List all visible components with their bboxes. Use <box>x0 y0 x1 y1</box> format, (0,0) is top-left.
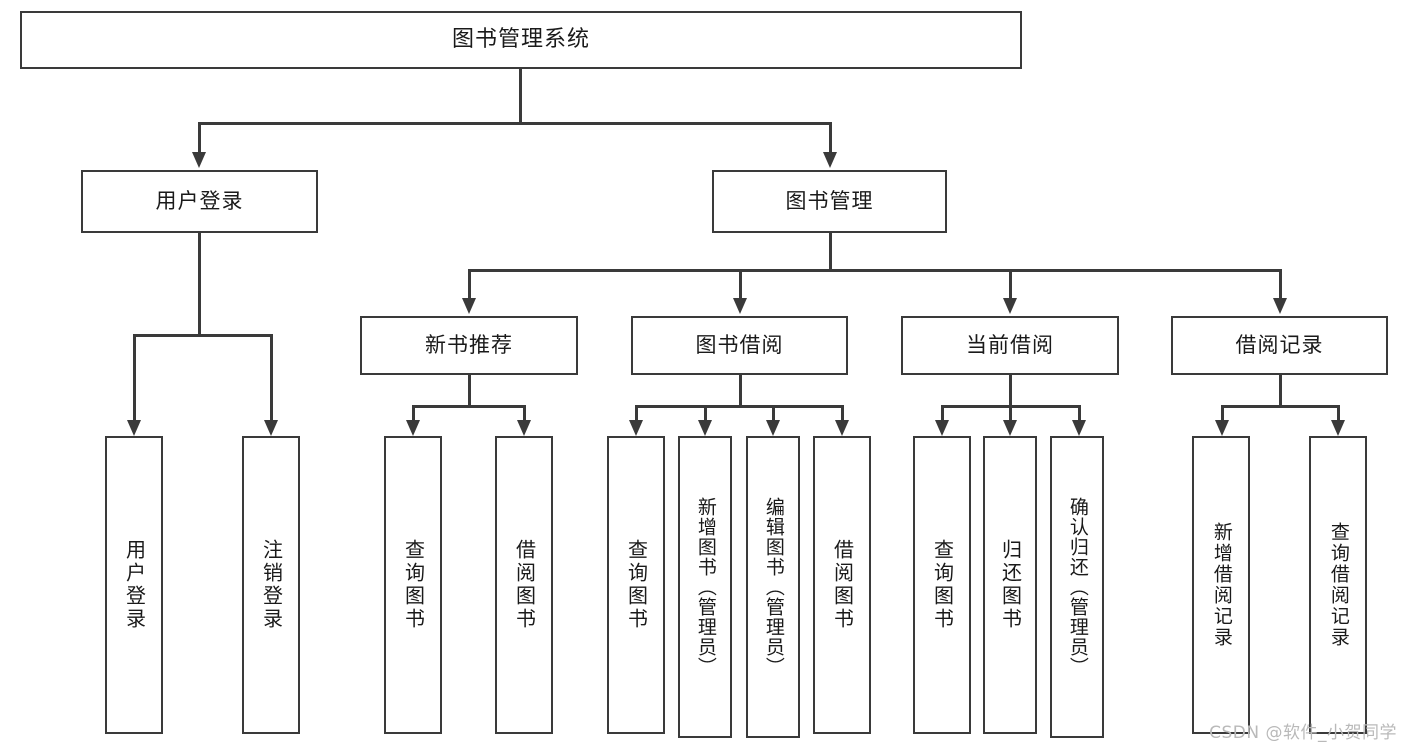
node-label: 查询图书 <box>401 539 426 631</box>
connector-currentborrow-drop-2 <box>1078 405 1081 422</box>
arrow-down-icon <box>1215 420 1229 436</box>
connector-borrowrecord-drop-1 <box>1337 405 1340 422</box>
arrow-down-icon <box>1331 420 1345 436</box>
connector-bookborrow-bar <box>635 405 843 408</box>
connector-borrowrecord-stem <box>1279 375 1282 405</box>
connector-level3-bar <box>468 269 1281 272</box>
node-label: 查询图书 <box>624 539 649 631</box>
arrow-down-icon <box>192 152 206 168</box>
connector-userlogin-drop-1 <box>270 334 273 422</box>
connector-borrowrecord-bar <box>1221 405 1339 408</box>
arrow-down-icon <box>462 298 476 314</box>
connector-bookborrow-stem <box>739 375 742 405</box>
connector-level3-drop-2 <box>1009 269 1012 300</box>
node-label: 新书推荐 <box>425 332 513 357</box>
node-label: 新增图书（管理员） <box>694 497 717 677</box>
node-label: 查询借阅记录 <box>1327 522 1350 648</box>
connector-newbook-drop-0 <box>412 405 415 422</box>
node-label: 新增借阅记录 <box>1210 522 1233 648</box>
arrow-down-icon <box>935 420 949 436</box>
connector-level3-drop-1 <box>739 269 742 300</box>
connector-bookborrow-drop-2 <box>772 405 775 422</box>
connector-bookborrow-drop-3 <box>841 405 844 422</box>
arrow-down-icon <box>517 420 531 436</box>
node-label: 注销登录 <box>259 539 284 631</box>
leaf-query-book-current[interactable]: 查询图书 <box>913 436 971 734</box>
leaf-user-login[interactable]: 用户登录 <box>105 436 163 734</box>
leaf-borrow-book[interactable]: 借阅图书 <box>813 436 871 734</box>
node-label: 当前借阅 <box>966 332 1054 357</box>
connector-level2-drop-1 <box>829 122 832 154</box>
node-borrow-record[interactable]: 借阅记录 <box>1171 316 1388 375</box>
node-label: 编辑图书（管理员） <box>762 497 785 677</box>
connector-userlogin-bar <box>133 334 272 337</box>
node-label: 确认归还（管理员） <box>1066 497 1089 677</box>
arrow-down-icon <box>766 420 780 436</box>
leaf-add-borrow-record[interactable]: 新增借阅记录 <box>1192 436 1250 734</box>
arrow-down-icon <box>127 420 141 436</box>
node-new-book-recommend[interactable]: 新书推荐 <box>360 316 578 375</box>
node-book-management[interactable]: 图书管理 <box>712 170 947 233</box>
node-label: 借阅图书 <box>512 539 537 631</box>
connector-bookmgmt-stem <box>829 233 832 269</box>
arrow-down-icon <box>629 420 643 436</box>
arrow-down-icon <box>733 298 747 314</box>
leaf-query-book-recommend[interactable]: 查询图书 <box>384 436 442 734</box>
arrow-down-icon <box>698 420 712 436</box>
node-user-login[interactable]: 用户登录 <box>81 170 318 233</box>
connector-userlogin-stem <box>198 233 201 334</box>
arrow-down-icon <box>406 420 420 436</box>
arrow-down-icon <box>1003 298 1017 314</box>
leaf-logout[interactable]: 注销登录 <box>242 436 300 734</box>
arrow-down-icon <box>1273 298 1287 314</box>
leaf-query-book-borrow[interactable]: 查询图书 <box>607 436 665 734</box>
node-label: 借阅记录 <box>1235 332 1324 357</box>
connector-bookborrow-drop-1 <box>704 405 707 422</box>
connector-currentborrow-drop-0 <box>941 405 944 422</box>
leaf-add-book-admin[interactable]: 新增图书（管理员） <box>678 436 732 738</box>
leaf-edit-book-admin[interactable]: 编辑图书（管理员） <box>746 436 800 738</box>
connector-userlogin-drop-0 <box>133 334 136 422</box>
arrow-down-icon <box>1072 420 1086 436</box>
connector-borrowrecord-drop-0 <box>1221 405 1224 422</box>
connector-level3-drop-0 <box>468 269 471 300</box>
connector-newbook-stem <box>468 375 471 405</box>
leaf-confirm-return-admin[interactable]: 确认归还（管理员） <box>1050 436 1104 738</box>
connector-currentborrow-drop-1 <box>1009 405 1012 422</box>
leaf-return-book[interactable]: 归还图书 <box>983 436 1037 734</box>
leaf-query-borrow-record[interactable]: 查询借阅记录 <box>1309 436 1367 734</box>
connector-bookborrow-drop-0 <box>635 405 638 422</box>
node-book-borrow[interactable]: 图书借阅 <box>631 316 848 375</box>
arrow-down-icon <box>1003 420 1017 436</box>
connector-root-stem <box>519 69 522 122</box>
node-label: 用户登录 <box>155 188 244 213</box>
node-label: 用户登录 <box>122 539 147 631</box>
node-current-borrow[interactable]: 当前借阅 <box>901 316 1119 375</box>
arrow-down-icon <box>835 420 849 436</box>
connector-newbook-bar <box>412 405 525 408</box>
arrow-down-icon <box>823 152 837 168</box>
node-label: 查询图书 <box>930 539 955 631</box>
connector-level2-drop-0 <box>198 122 201 154</box>
node-label: 图书管理系统 <box>451 26 590 52</box>
arrow-down-icon <box>264 420 278 436</box>
connector-currentborrow-stem <box>1009 375 1012 405</box>
connector-newbook-drop-1 <box>523 405 526 422</box>
node-label: 归还图书 <box>998 539 1023 631</box>
node-root-system[interactable]: 图书管理系统 <box>20 11 1022 69</box>
leaf-borrow-book-recommend[interactable]: 借阅图书 <box>495 436 553 734</box>
node-label: 图书管理 <box>785 188 874 213</box>
connector-level3-drop-3 <box>1279 269 1282 300</box>
node-label: 借阅图书 <box>830 539 855 631</box>
connector-level2-bar <box>198 122 832 125</box>
node-label: 图书借阅 <box>695 332 784 357</box>
